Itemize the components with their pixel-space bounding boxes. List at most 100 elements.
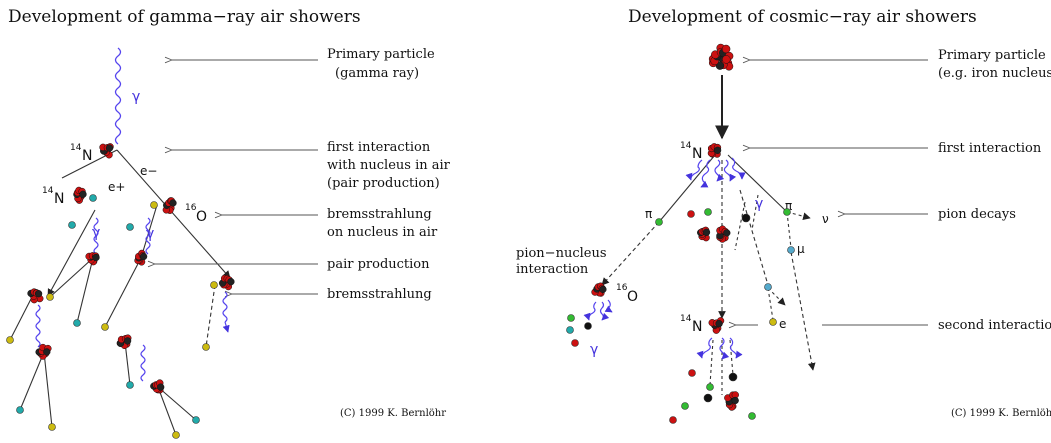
gamma-label-first-2: with nucleus in air bbox=[327, 158, 451, 173]
nucleon-sphere bbox=[169, 199, 177, 207]
neutron-dot bbox=[728, 372, 738, 382]
positron-dot bbox=[73, 319, 81, 327]
o16-symbol: O bbox=[196, 209, 207, 225]
electron-dot bbox=[202, 343, 210, 351]
fragment-nucleus bbox=[724, 391, 739, 411]
electron-dot bbox=[150, 201, 158, 209]
n14-a-symbol: N bbox=[82, 148, 92, 164]
muon-symbol: μ bbox=[797, 242, 805, 256]
e-plus-symbol: e+ bbox=[108, 180, 125, 194]
n14-b-mass: 14 bbox=[42, 186, 54, 196]
nucleon-sphere bbox=[43, 348, 51, 356]
nucleon-sphere bbox=[731, 396, 739, 405]
gamma-label-first-3: (pair production) bbox=[327, 176, 440, 191]
pion-dot bbox=[655, 218, 663, 226]
pion-dot bbox=[704, 208, 712, 216]
oxygen-label: 16 O bbox=[185, 203, 207, 225]
air-nucleus bbox=[116, 334, 132, 350]
n14-a-mass: 14 bbox=[70, 143, 82, 153]
positron-dot bbox=[16, 406, 24, 414]
nucleon-sphere bbox=[722, 55, 731, 64]
nucleon-sphere bbox=[105, 144, 114, 152]
primary-gamma-wave bbox=[114, 47, 122, 145]
cosmic-gamma-bottom-symbol: γ bbox=[590, 342, 598, 358]
gamma-particles bbox=[6, 194, 218, 439]
cosmic-label-primary-2: (e.g. iron nucleus) bbox=[938, 66, 1051, 81]
nucleon-sphere bbox=[79, 190, 87, 198]
cosmic-o16-mass: 16 bbox=[616, 283, 628, 293]
cosmic-n14-b-mass: 14 bbox=[680, 314, 692, 324]
nucleon-sphere bbox=[123, 337, 132, 345]
air-nucleus bbox=[85, 252, 100, 266]
electron-dot bbox=[769, 318, 777, 326]
gamma-wavy-photons bbox=[35, 217, 230, 382]
nitrogen-nucleus-first bbox=[707, 143, 722, 158]
positron-dot bbox=[126, 223, 134, 231]
electron-dot bbox=[6, 336, 14, 344]
gamma-nuclei bbox=[27, 143, 235, 394]
electron-dot bbox=[101, 323, 109, 331]
gamma-label-brems1-1: bremsstrahlung bbox=[327, 207, 432, 222]
air-nucleus bbox=[27, 288, 44, 304]
cosmic-nuclei bbox=[591, 43, 739, 411]
gamma-panel: Development of gamma−ray air showers γ bbox=[6, 7, 451, 439]
positron-dot bbox=[126, 381, 134, 389]
o16-mass: 16 bbox=[185, 203, 197, 213]
nucleon-sphere bbox=[723, 229, 731, 237]
nucleon-sphere bbox=[92, 253, 100, 262]
nucleon-sphere bbox=[713, 146, 722, 154]
nucleon-sphere bbox=[715, 320, 723, 328]
oxygen-nucleus bbox=[162, 197, 177, 214]
cosmic-lines bbox=[601, 154, 816, 395]
gamma-label-brems2: bremsstrahlung bbox=[327, 287, 432, 302]
oxygen-nucleus-pion bbox=[591, 282, 607, 297]
gamma-credit: (C) 1999 K. Bernlöhr bbox=[340, 408, 446, 419]
nucleon-dot bbox=[669, 416, 677, 424]
electron-dot bbox=[172, 431, 180, 439]
cosmic-gamma-symbol: γ bbox=[755, 196, 763, 212]
nucleon-sphere bbox=[702, 228, 711, 236]
electron-dot bbox=[210, 281, 218, 289]
pion-dot bbox=[748, 412, 756, 420]
muon-dot bbox=[764, 283, 772, 291]
cosmic-label-arrows bbox=[736, 60, 928, 325]
air-nucleus bbox=[134, 249, 148, 266]
neutron-dot bbox=[584, 322, 592, 330]
gamma-label-arrows bbox=[155, 60, 318, 294]
cosmic-nitrogen-label-a: 14 N bbox=[680, 141, 702, 162]
muon-dot bbox=[787, 246, 795, 254]
pion-right-symbol: π bbox=[785, 199, 792, 213]
electron-dot bbox=[46, 293, 54, 301]
positron-dot bbox=[89, 194, 97, 202]
neutrino-symbol: ν bbox=[822, 212, 829, 226]
gamma-label-first-1: first interaction bbox=[327, 140, 431, 155]
nucleon-sphere bbox=[157, 383, 165, 391]
cosmic-n14-a-mass: 14 bbox=[680, 141, 692, 151]
positron-dot bbox=[68, 221, 76, 229]
cosmic-title: Development of cosmic−ray air showers bbox=[628, 7, 977, 27]
neutron-dot bbox=[741, 213, 751, 223]
nucleon-sphere bbox=[34, 290, 43, 298]
nucleon-sphere bbox=[227, 278, 235, 286]
gamma-label-primary-1: Primary particle bbox=[327, 47, 435, 62]
air-nucleus bbox=[35, 343, 52, 360]
nucleon-dot bbox=[687, 210, 695, 218]
air-nucleus bbox=[150, 379, 165, 394]
cosmic-n14-a-symbol: N bbox=[692, 146, 702, 162]
pion-dot bbox=[681, 402, 689, 410]
gamma-title: Development of gamma−ray air showers bbox=[8, 7, 361, 27]
cosmic-label-second: second interaction bbox=[938, 318, 1051, 333]
nitrogen-label-a: 14 N bbox=[70, 143, 92, 164]
positron-dot bbox=[566, 326, 574, 334]
nucleon-sphere bbox=[139, 252, 148, 261]
primary-gamma-symbol: γ bbox=[132, 89, 140, 105]
cosmic-oxygen-label: 16 O bbox=[616, 283, 638, 305]
cosmic-nitrogen-label-b: 14 N bbox=[680, 314, 702, 335]
nitrogen-nucleus-second bbox=[708, 317, 725, 334]
gamma-symbol-left: γ bbox=[92, 225, 100, 241]
cosmic-label-primary-1: Primary particle bbox=[938, 48, 1046, 63]
cosmic-particles bbox=[566, 208, 795, 424]
pion-dot bbox=[567, 314, 575, 322]
nucleon-dot bbox=[571, 339, 579, 347]
